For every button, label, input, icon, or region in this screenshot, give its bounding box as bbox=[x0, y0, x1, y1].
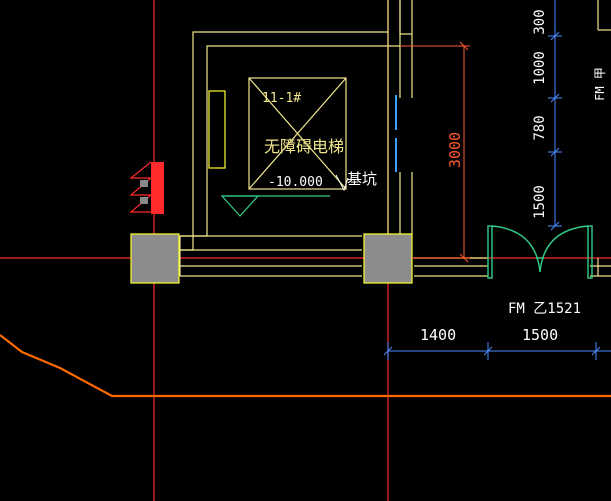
double-door-symbol bbox=[487, 225, 593, 279]
pit-leader-line bbox=[335, 174, 349, 192]
dim-horizontal-1400: 1400 bbox=[420, 326, 456, 344]
dim-vertical-780: 780 bbox=[532, 115, 548, 140]
dim-shaft-depth: 3000 bbox=[446, 132, 464, 168]
dim-horizontal-1500: 1500 bbox=[522, 326, 558, 344]
dim-vertical-1500: 1500 bbox=[532, 185, 548, 219]
vertical-dim-chain bbox=[548, 0, 562, 231]
elevator-tag: 11-1# bbox=[262, 91, 301, 106]
door-label: FM 乙1521 bbox=[508, 301, 581, 317]
shaft-depth-dim bbox=[400, 41, 470, 263]
dim-vertical-1000: 1000 bbox=[532, 51, 548, 85]
wall-outlines bbox=[179, 0, 611, 277]
edge-door-label: FM 甲 bbox=[593, 67, 607, 101]
site-boundary-line bbox=[0, 334, 611, 398]
elevator-name: 无障碍电梯 bbox=[264, 137, 344, 156]
elevator-car bbox=[248, 77, 347, 190]
elevator-level: -10.000 bbox=[268, 175, 323, 190]
horizontal-dim-chain bbox=[383, 342, 611, 360]
column-left bbox=[130, 233, 180, 284]
section-marker-icon bbox=[129, 161, 164, 214]
counterweight-rect bbox=[208, 90, 226, 169]
pit-label: 基坑 bbox=[347, 170, 377, 188]
dim-vertical-300: 300 bbox=[532, 9, 548, 34]
level-marker-icon bbox=[220, 195, 330, 217]
column-right bbox=[363, 233, 413, 284]
